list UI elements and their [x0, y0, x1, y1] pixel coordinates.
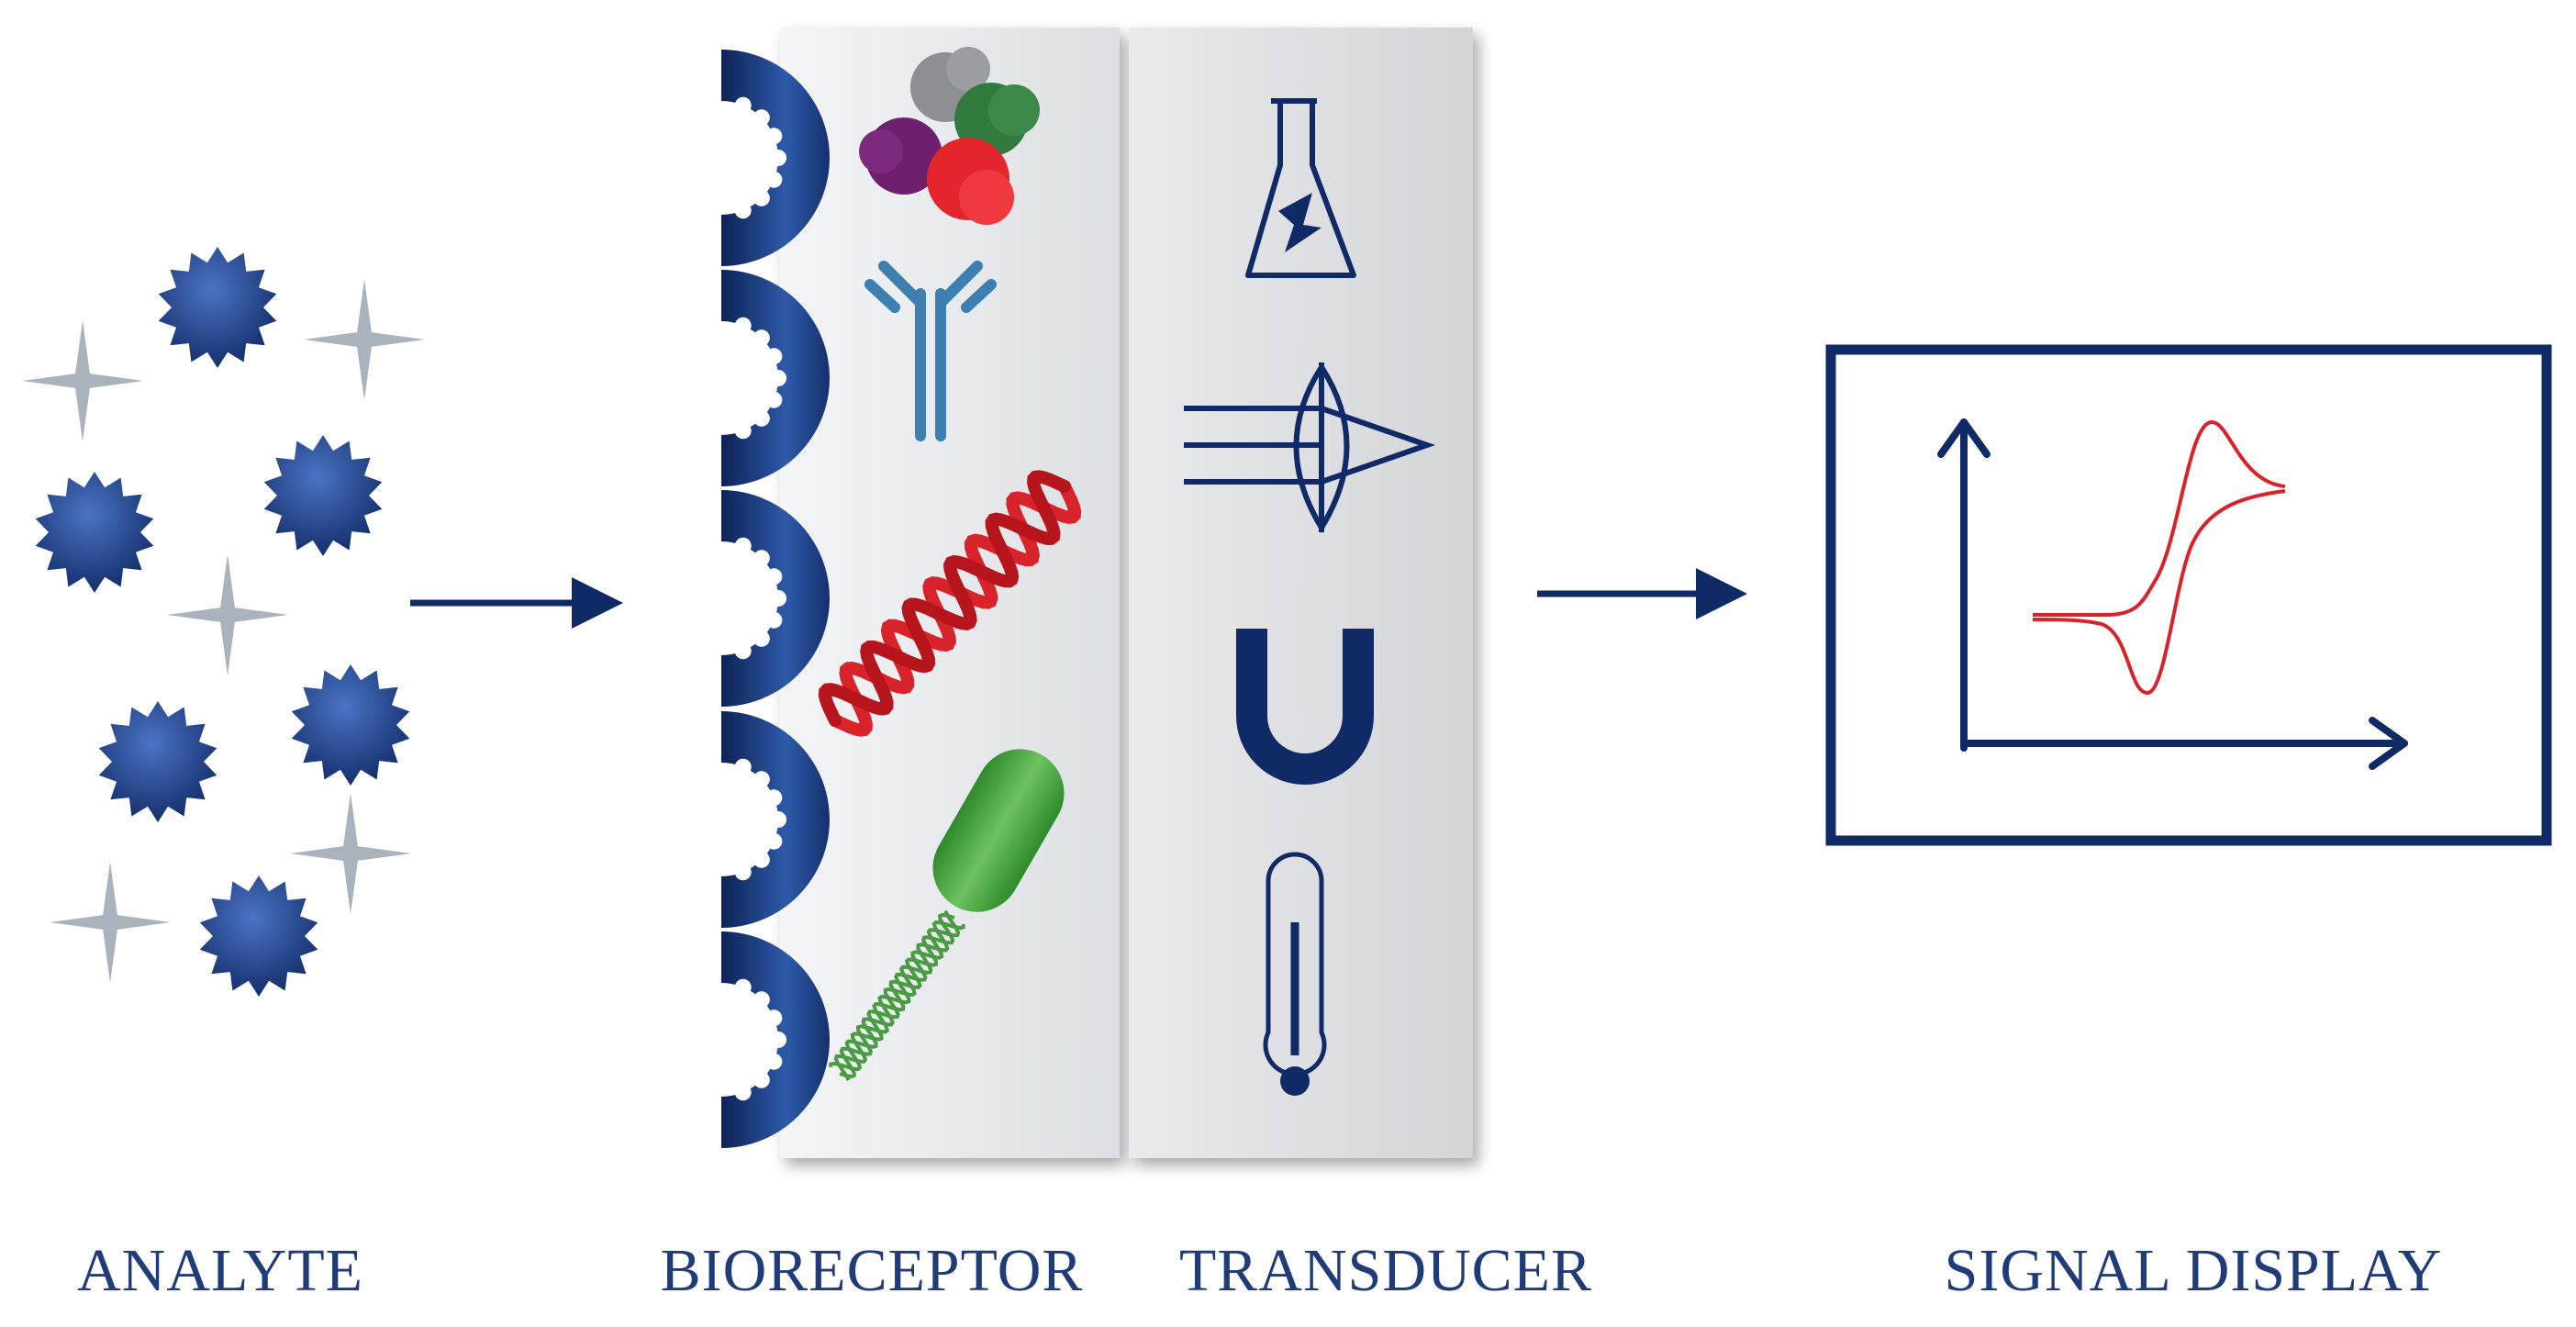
electrochemical-flask-icon	[1245, 98, 1356, 278]
magnet-icon	[1236, 629, 1374, 785]
receptor-cups	[721, 50, 830, 1148]
signal-display-box	[1825, 344, 2552, 846]
thermometer-icon	[1263, 852, 1327, 1096]
analyte-interferent-icon	[167, 554, 288, 675]
label-signal-display: SIGNAL DISPLAY	[1944, 1237, 2443, 1304]
analyte-interferent-icon	[22, 320, 143, 441]
analyte-interferent-icon	[304, 279, 425, 400]
analyte-cluster	[22, 247, 425, 997]
analyte-target-icon	[199, 875, 318, 997]
analyte-target-icon	[35, 472, 154, 593]
analyte-interferent-icon	[290, 793, 411, 914]
bacterium-icon	[829, 749, 1065, 1082]
analyte-interferent-icon	[50, 862, 171, 983]
analyte-target-icon	[98, 701, 217, 822]
transducer-panel	[1129, 28, 1473, 1158]
dna-icon	[818, 470, 1082, 737]
label-transducer: TRANSDUCER	[1178, 1237, 1593, 1304]
label-analyte: ANALYTE	[77, 1237, 363, 1304]
antibody-icon	[864, 261, 997, 441]
analyte-target-icon	[291, 664, 410, 786]
analyte-target-icon	[158, 247, 277, 368]
cyclic-voltammogram-icon	[2032, 419, 2286, 696]
label-bioreceptor: BIORECEPTOR	[660, 1237, 1084, 1304]
optical-lens-icon	[1184, 362, 1436, 533]
analyte-target-icon	[263, 435, 383, 556]
enzyme-icon	[859, 47, 1040, 225]
